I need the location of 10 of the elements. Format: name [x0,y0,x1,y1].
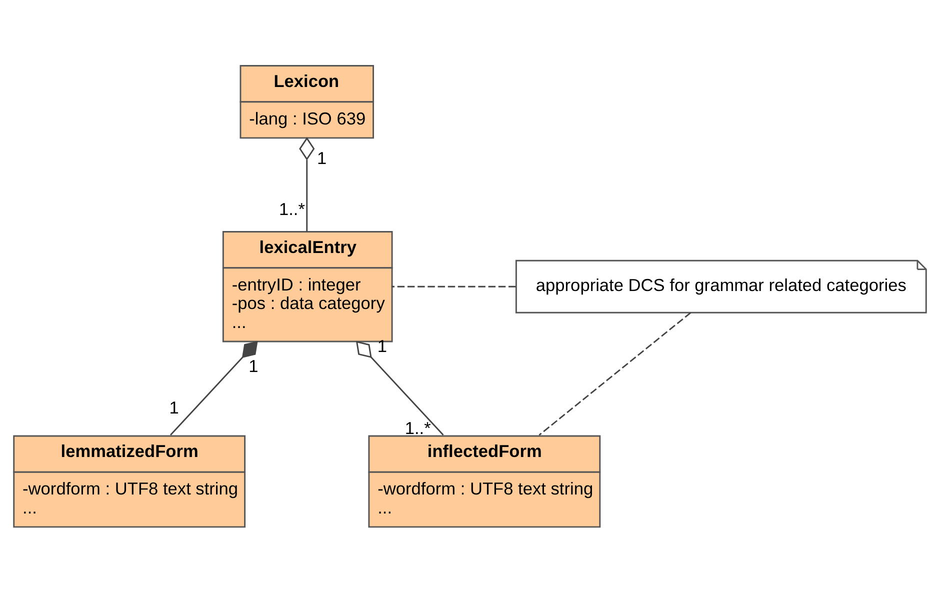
label: 1 [248,356,258,376]
connector [170,340,258,435]
label: 1..* [404,417,431,438]
label: 1..* [278,198,305,218]
connector [391,285,516,287]
connector [299,136,315,232]
label: 1 [169,397,179,418]
label: 1 [316,148,327,168]
connector [356,340,444,435]
connector [538,312,692,436]
